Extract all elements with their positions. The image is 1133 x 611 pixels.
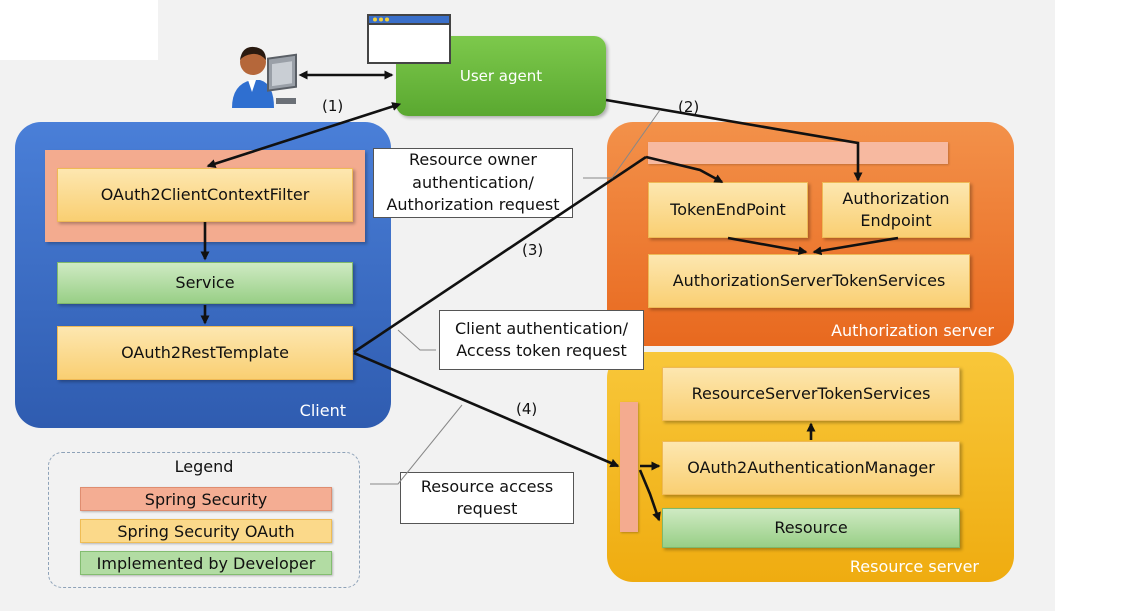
- resource-spring-security-bar: [620, 402, 638, 532]
- step-1-label: (1): [322, 97, 344, 115]
- legend-item-spring-security: Spring Security: [80, 487, 332, 511]
- service-box: Service: [57, 262, 353, 304]
- authorization-spring-security-bar: [648, 142, 948, 164]
- token-endpoint: TokenEndPoint: [648, 182, 808, 238]
- oauth2-rest-template: OAuth2RestTemplate: [57, 326, 353, 380]
- client-label: Client: [299, 401, 346, 420]
- oauth2-client-context-filter: OAuth2ClientContextFilter: [57, 168, 353, 222]
- callout-resource-access: Resource access request: [400, 472, 574, 524]
- legend: Legend Spring Security Spring Security O…: [48, 452, 360, 588]
- browser-window-icon: [367, 14, 451, 64]
- resource-server-label: Resource server: [849, 557, 979, 576]
- oauth2-authentication-manager: OAuth2AuthenticationManager: [662, 441, 960, 495]
- callout-client-authentication: Client authentication/ Access token requ…: [439, 310, 644, 370]
- authorization-endpoint: Authorization Endpoint: [822, 182, 970, 238]
- resource-server-token-services: ResourceServerTokenServices: [662, 367, 960, 421]
- user-at-computer-icon: [230, 40, 302, 110]
- authorization-server-label: Authorization server: [831, 321, 994, 340]
- slide-corner: [0, 0, 158, 60]
- step-4-label: (4): [516, 400, 538, 418]
- resource-box: Resource: [662, 508, 960, 548]
- callout-resource-owner-authentication: Resource owner authentication/ Authoriza…: [373, 148, 573, 218]
- step-2-label: (2): [678, 98, 700, 116]
- authorization-server-token-services: AuthorizationServerTokenServices: [648, 254, 970, 308]
- legend-title: Legend: [174, 457, 234, 476]
- legend-item-implemented-by-developer: Implemented by Developer: [80, 551, 332, 575]
- legend-item-spring-security-oauth: Spring Security OAuth: [80, 519, 332, 543]
- step-3-label: (3): [522, 241, 544, 259]
